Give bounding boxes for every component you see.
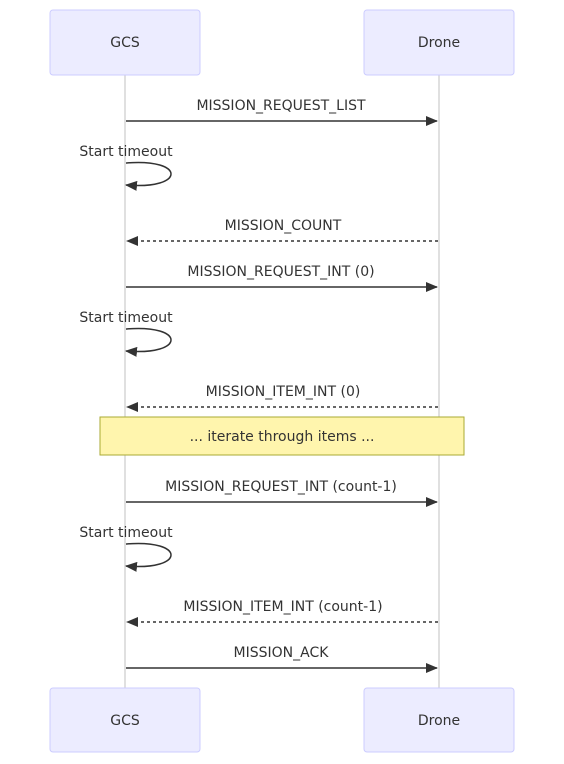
- message-mission-item-int-count-1: MISSION_ITEM_INT (count-1): [126, 599, 438, 627]
- message-mission-request-list: MISSION_REQUEST_LIST: [126, 98, 438, 126]
- self-loop-arrow: [125, 327, 172, 357]
- message-start-timeout-3: Start timeout: [79, 525, 173, 572]
- message-label: Start timeout: [79, 144, 173, 160]
- message-mission-ack: MISSION_ACK: [126, 645, 438, 673]
- actor-gcs-bottom-label: GCS: [110, 713, 140, 729]
- note-label: ... iterate through items ...: [190, 429, 375, 445]
- message-label: Start timeout: [79, 310, 173, 326]
- message-start-timeout-2: Start timeout: [79, 310, 173, 357]
- actor-gcs-top-label: GCS: [110, 35, 140, 51]
- actor-drone-bottom: Drone: [363, 687, 515, 753]
- message-mission-request-int-0: MISSION_REQUEST_INT (0): [126, 264, 438, 292]
- actor-gcs-top: GCS: [49, 9, 201, 76]
- message-mission-item-int-0: MISSION_ITEM_INT (0): [126, 384, 438, 412]
- actor-gcs-bottom: GCS: [49, 687, 201, 753]
- message-label: MISSION_COUNT: [225, 218, 342, 234]
- self-loop-arrow: [125, 161, 172, 191]
- message-label: MISSION_REQUEST_LIST: [196, 98, 366, 114]
- message-label: MISSION_ITEM_INT (count-1): [183, 599, 382, 615]
- actor-drone-top: Drone: [363, 9, 515, 76]
- message-label: MISSION_ITEM_INT (0): [206, 384, 361, 400]
- note-iterate: ... iterate through items ...: [99, 416, 465, 456]
- message-label: MISSION_REQUEST_INT (0): [187, 264, 374, 280]
- message-mission-count: MISSION_COUNT: [126, 218, 438, 246]
- actor-drone-bottom-label: Drone: [418, 713, 460, 729]
- message-label: Start timeout: [79, 525, 173, 541]
- message-start-timeout-1: Start timeout: [79, 144, 173, 191]
- message-mission-request-int-count-1: MISSION_REQUEST_INT (count-1): [126, 479, 438, 507]
- self-loop-arrow: [125, 542, 172, 572]
- message-label: MISSION_ACK: [234, 645, 330, 661]
- actor-drone-top-label: Drone: [418, 35, 460, 51]
- message-label: MISSION_REQUEST_INT (count-1): [165, 479, 397, 495]
